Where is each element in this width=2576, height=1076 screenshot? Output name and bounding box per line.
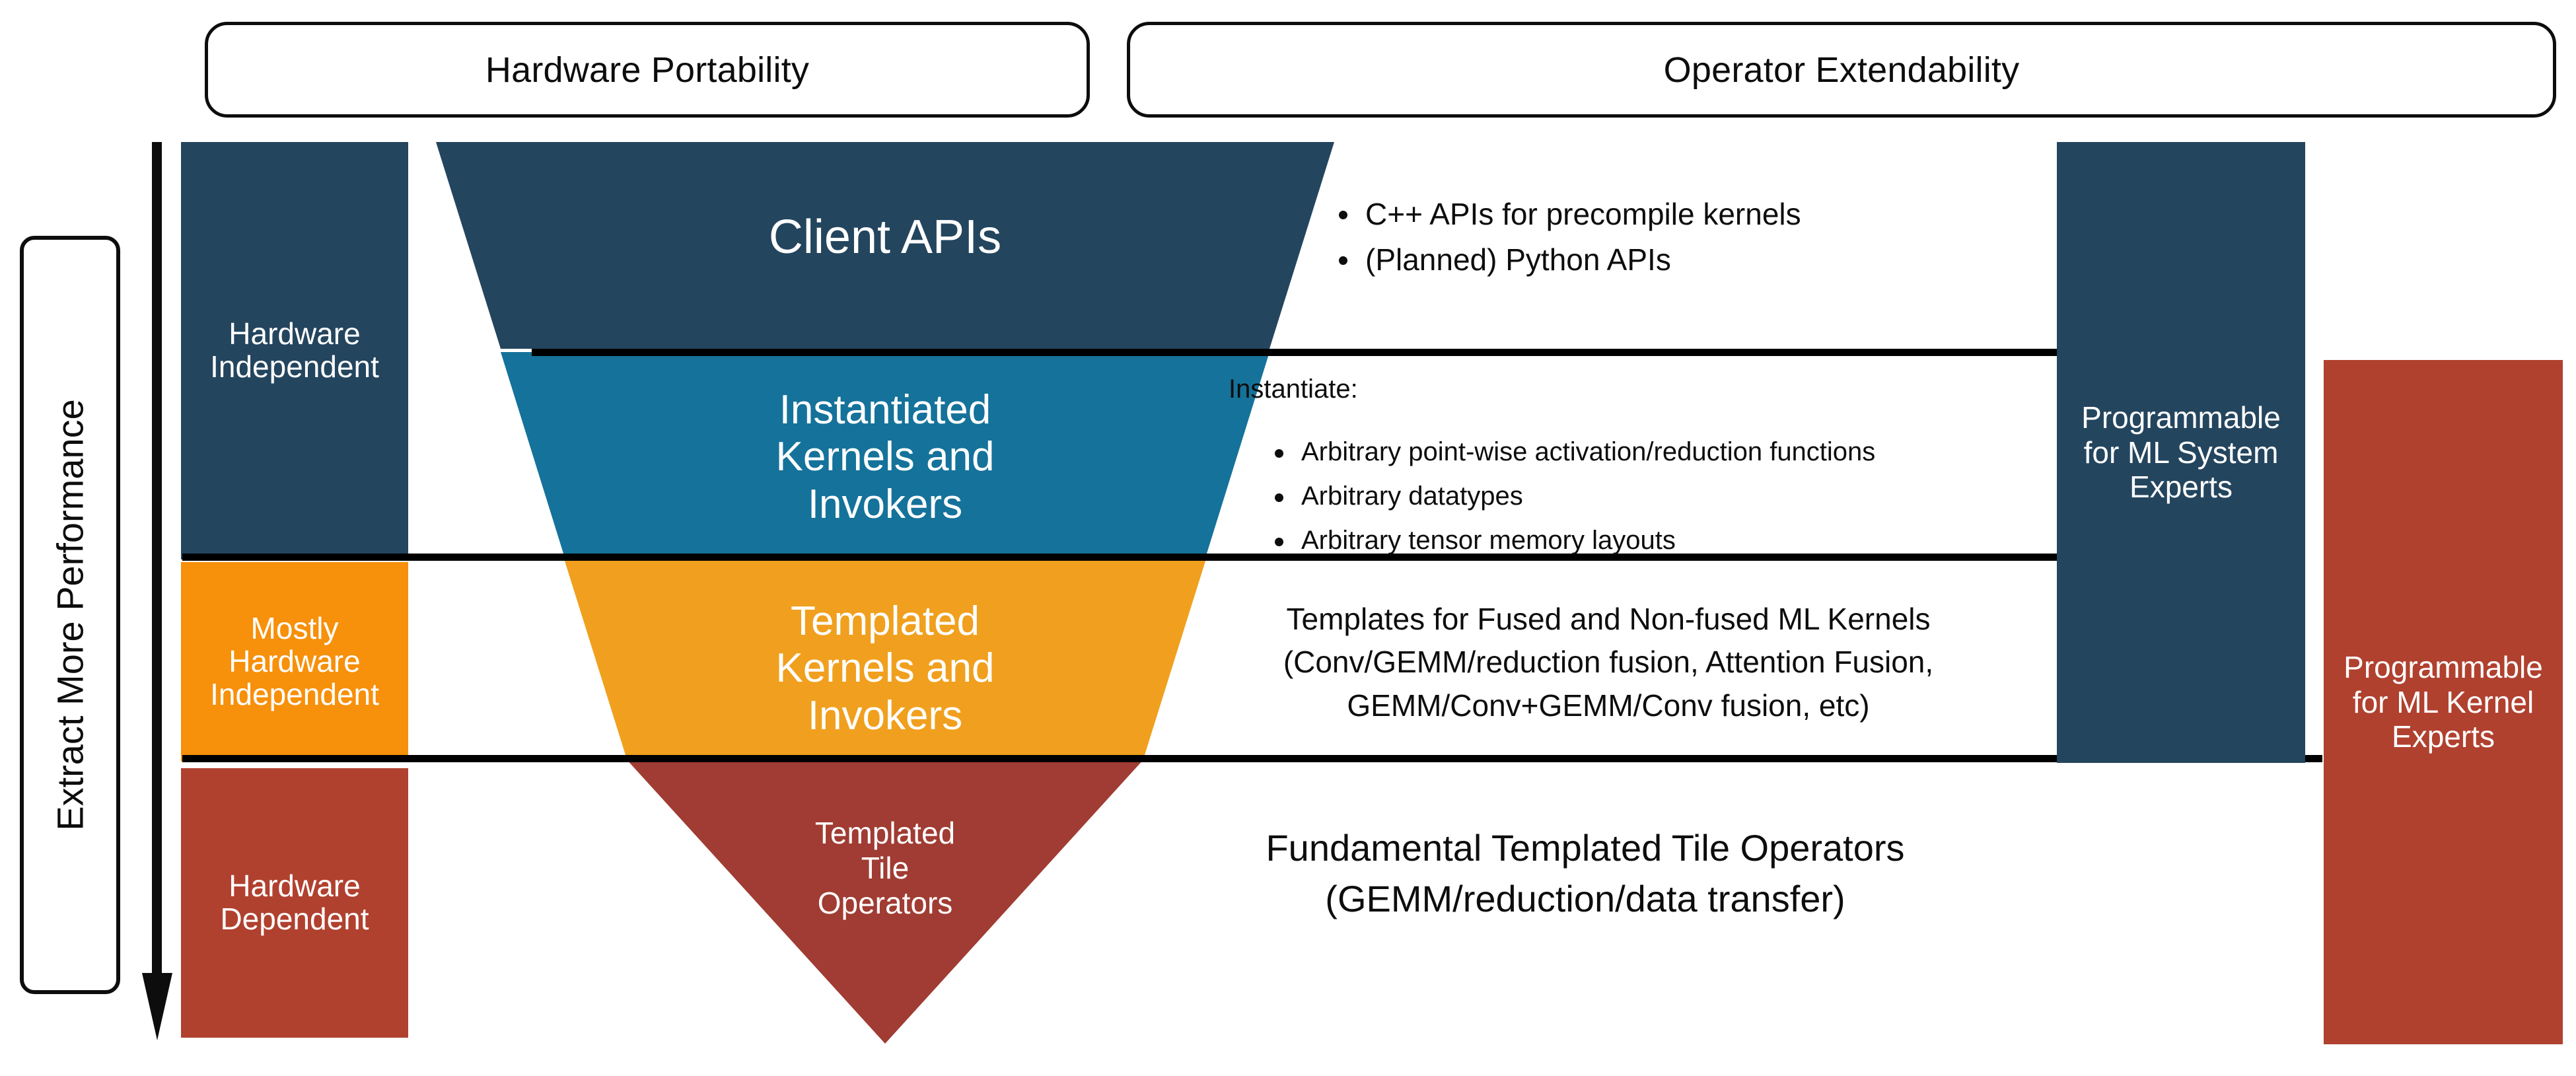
inverted-funnel-diagram: Client APIs Instantiated Kernels and Inv… bbox=[423, 142, 1347, 1044]
header-pill-label: Operator Extendability bbox=[1663, 50, 2020, 90]
funnel-label-line: Kernels and bbox=[775, 434, 995, 480]
persona-label-line: for ML Kernel bbox=[2352, 684, 2534, 719]
persona-label-line: Experts bbox=[2129, 470, 2233, 505]
description-templated-kernels: Templates for Fused and Non-fused ML Ker… bbox=[1169, 598, 2048, 727]
persona-label-line: Experts bbox=[2392, 719, 2495, 754]
hardware-level-bar-hardware-independent: Hardware Independent bbox=[181, 142, 408, 559]
funnel-label-templated-kernels: Templated Kernels and Invokers bbox=[423, 598, 1347, 739]
header-pill-label: Hardware Portability bbox=[485, 50, 810, 90]
description-line: GEMM/Conv+GEMM/Conv fusion, etc) bbox=[1347, 688, 1870, 723]
funnel-label-line: Client APIs bbox=[768, 211, 1002, 264]
funnel-label-instantiated-kernels: Instantiated Kernels and Invokers bbox=[423, 386, 1347, 528]
hardware-level-line: Independent bbox=[210, 676, 379, 711]
description-line: Fundamental Templated Tile Operators bbox=[1266, 827, 1905, 869]
persona-label-line: Programmable bbox=[2081, 400, 2281, 435]
divider-line-client-apis bbox=[532, 349, 2057, 356]
instantiate-intro-label: Instantiate: bbox=[1229, 375, 1358, 404]
hardware-level-line: Mostly bbox=[250, 611, 339, 646]
funnel-label-line: Invokers bbox=[807, 481, 963, 527]
divider-line-instantiated-kernels bbox=[182, 554, 2058, 561]
description-line: Templates for Fused and Non-fused ML Ker… bbox=[1286, 602, 1931, 636]
list-item: C++ APIs for precompile kernels bbox=[1339, 195, 2038, 234]
hardware-level-line: Independent bbox=[210, 349, 379, 384]
funnel-label-line: Operators bbox=[817, 885, 953, 920]
hardware-level-line: Hardware bbox=[229, 869, 361, 904]
funnel-label-line: Tile bbox=[861, 850, 910, 885]
hardware-level-line: Hardware bbox=[229, 316, 361, 351]
header-pill-hardware-portability[interactable]: Hardware Portability bbox=[205, 22, 1090, 118]
hardware-level-bar-hardware-dependent: Hardware Dependent bbox=[181, 768, 408, 1038]
header-pill-operator-extendability[interactable]: Operator Extendability bbox=[1127, 22, 2556, 118]
downward-arrow-icon bbox=[142, 142, 172, 1040]
funnel-layer-instantiated-kernels-shape bbox=[501, 352, 1270, 554]
description-fundamental-tile-operators: Fundamental Templated Tile Operators (GE… bbox=[1123, 822, 2048, 925]
divider-line-templated-kernels bbox=[182, 755, 2322, 762]
funnel-label-line: Templated bbox=[814, 816, 956, 850]
persona-bar-ml-system-experts: Programmable for ML System Experts bbox=[2057, 142, 2305, 763]
list-item: Arbitrary datatypes bbox=[1275, 480, 2048, 513]
list-item: (Planned) Python APIs bbox=[1339, 240, 2038, 279]
funnel-label-templated-tile-operators: Templated Tile Operators bbox=[423, 816, 1347, 921]
funnel-label-line: Kernels and bbox=[775, 645, 995, 692]
funnel-layer-templated-kernels-shape bbox=[563, 557, 1207, 755]
persona-label-line: for ML System bbox=[2083, 435, 2279, 470]
funnel-layer-client-apis-shape bbox=[436, 142, 1334, 349]
persona-bar-ml-kernel-experts: Programmable for ML Kernel Experts bbox=[2324, 360, 2563, 1044]
funnel-layer-templated-tile-operators-shape bbox=[626, 758, 1145, 1044]
persona-label-line: Programmable bbox=[2343, 650, 2543, 685]
description-instantiated-kernels: Instantiate: Arbitrary point-wise activa… bbox=[1229, 373, 2048, 569]
hardware-level-bar-mostly-hardware-independent: Mostly Hardware Independent bbox=[181, 562, 408, 762]
hardware-level-line: Dependent bbox=[220, 902, 369, 936]
description-line: (GEMM/reduction/data transfer) bbox=[1325, 878, 1845, 920]
list-item: Arbitrary tensor memory layouts bbox=[1275, 524, 2048, 557]
description-line: (Conv/GEMM/reduction fusion, Attention F… bbox=[1283, 645, 1934, 680]
funnel-label-line: Invokers bbox=[807, 692, 963, 738]
description-client-apis: C++ APIs for precompile kernels (Planned… bbox=[1324, 195, 2038, 286]
instantiated-kernels-bullet-list: Arbitrary point-wise activation/reductio… bbox=[1229, 435, 2048, 558]
performance-axis-label: Extract More Performance bbox=[49, 399, 91, 831]
list-item: Arbitrary point-wise activation/reductio… bbox=[1275, 435, 2048, 469]
performance-axis-box: Extract More Performance bbox=[20, 236, 120, 994]
hardware-level-line: Hardware bbox=[229, 644, 361, 679]
funnel-label-client-apis: Client APIs bbox=[423, 210, 1347, 265]
funnel-label-line: Instantiated bbox=[779, 387, 991, 433]
funnel-label-line: Templated bbox=[790, 598, 980, 644]
client-apis-bullet-list: C++ APIs for precompile kernels (Planned… bbox=[1324, 195, 2038, 279]
